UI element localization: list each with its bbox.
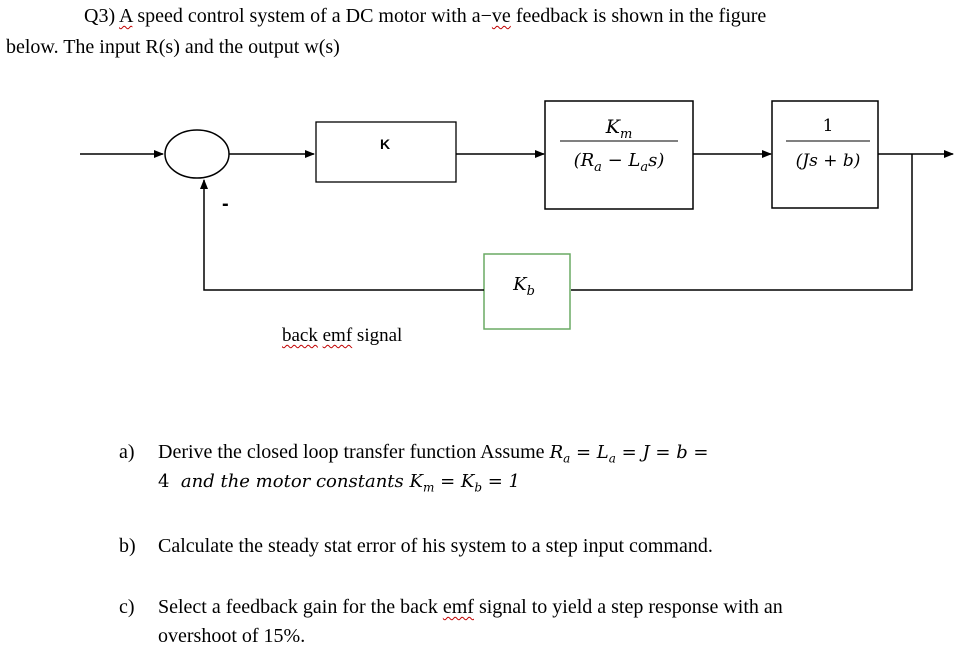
question-line1-rest: speed control system of a DC motor with … [137,5,481,27]
question-c-end: signal to yield a step response with an [478,596,783,618]
question-a-num: 4 [158,471,170,492]
block-motor [544,100,694,210]
back-emf-word1: back [282,325,318,346]
question-line2-text: below. The input R(s) and the output w(s… [6,36,340,58]
back-emf-label: back emf signal [282,325,402,347]
block-k-label: K [380,136,390,152]
block-motor-numerator: Km [605,116,633,142]
block-load-numerator: 1 [823,116,834,136]
neg-word: ve [491,5,511,27]
question-a-text: Derive the closed loop transfer function… [158,441,545,463]
question-c-line1: Select a feedback gain for the back emf … [158,596,783,619]
summing-junction [164,129,230,179]
question-a-line2-text: and the motor constants [180,471,404,492]
back-emf-word2: emf [322,325,353,346]
question-c-line2: overshoot of 15%. [158,625,306,647]
block-motor-denominator: (Ra − Las) [574,150,665,175]
block-k [315,121,457,183]
question-a-constants: Km = Kb = 1 [409,471,521,495]
back-emf-word3: signal [356,325,403,346]
feedback-path-left [200,179,484,291]
question-line1-end: feedback is shown in the figure [515,5,767,27]
question-c-emf: emf [442,596,474,618]
block-feedback-label: Kb [512,274,535,299]
question-a-line2: 4 and the motor constants Km = Kb = 1 [158,471,520,495]
feedback-minus-sign: - [222,193,229,215]
question-a-letter: a) [119,441,135,463]
question-label: Q3) [84,5,116,27]
question-word-a: A [119,5,133,27]
question-a-line1: Derive the closed loop transfer function… [158,441,709,466]
feedback-path-right [571,154,913,291]
question-c-letter: c) [119,596,135,618]
question-line-2: below. The input R(s) and the output w(s… [6,36,340,59]
block-feedback [483,253,571,330]
neg-prefix: − [480,5,492,27]
question-b-text: Calculate the steady stat error of his s… [158,535,713,557]
block-load-denominator: (Js + b) [796,151,861,171]
question-line-1: Q3) A speed control system of a DC motor… [84,5,766,28]
question-b-letter: b) [119,535,136,557]
question-a-equation: Ra = La = J = b = [549,442,709,466]
question-c-start: Select a feedback gain for the back [158,596,438,618]
